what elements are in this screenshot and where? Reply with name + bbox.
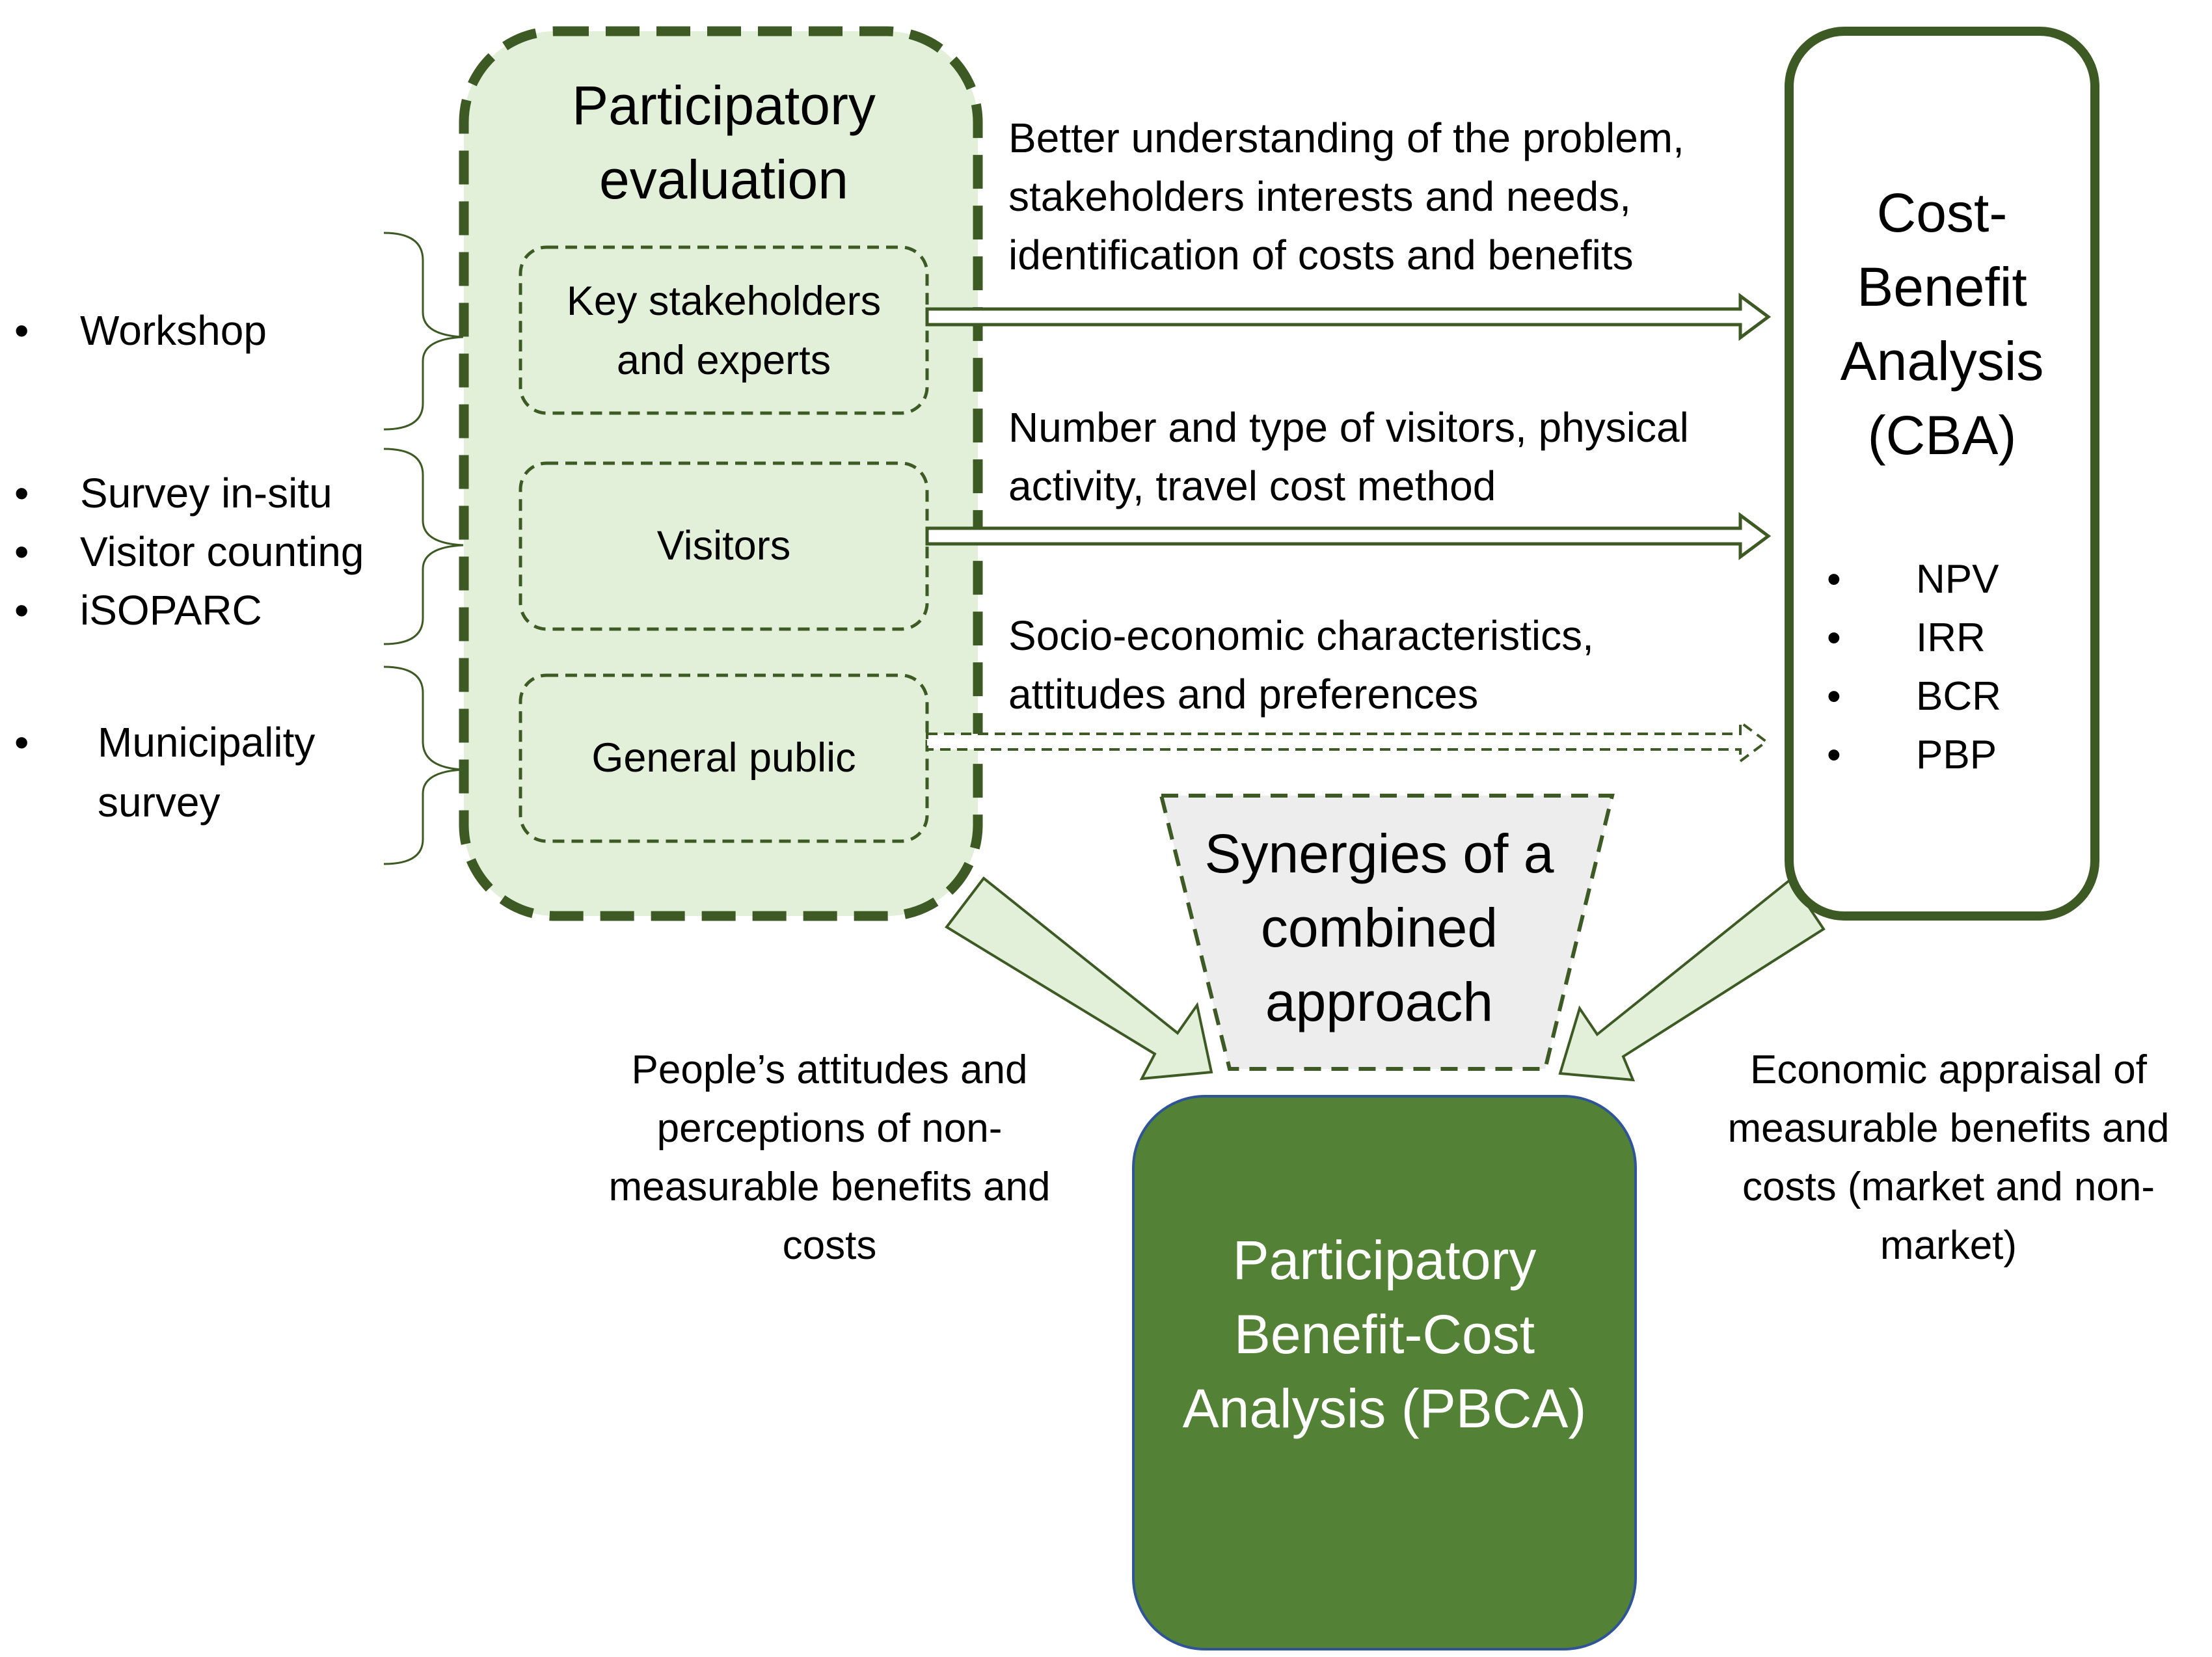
left-big-arrow: [945, 876, 1213, 1081]
cba-indicator-npv: •NPV: [1827, 557, 1999, 602]
right-big-arrow: [1558, 878, 1826, 1082]
pbca-box: [1132, 1095, 1637, 1650]
method-item-isoparc: •iSOPARC: [14, 587, 262, 634]
method-item-municipality-survey: •Municipality survey: [14, 719, 316, 826]
cba-indicator-irr: •IRR: [1827, 615, 1986, 660]
cba-indicator-pbp: •PBP: [1827, 733, 1997, 777]
group-label-general-public: General public: [591, 735, 856, 781]
arrow-visitors-to-cba: [925, 512, 1772, 560]
brace-3: [383, 666, 464, 865]
synergies-trapezoid: [1159, 794, 1615, 1071]
brace-2: [383, 448, 464, 645]
group-label-visitors: Visitors: [656, 523, 791, 569]
right-caption: Economic appraisal of measurable benefit…: [1727, 1047, 2170, 1268]
participatory-evaluation-box: [459, 26, 983, 921]
arrow-public-to-cba: [926, 720, 1769, 764]
synergies-label: Synergies of a combined approach: [1204, 823, 1554, 1032]
group-box-general-public: [519, 673, 929, 843]
left-caption: People’s attitudes and perceptions of no…: [608, 1047, 1051, 1268]
method-item-survey-in-situ: •Survey in-situ: [14, 470, 332, 517]
cba-box: [1785, 27, 2099, 921]
brace-1: [383, 232, 464, 431]
flow-text-visitors: Number and type of visitors, physical ac…: [1008, 404, 1689, 509]
pbca-title: Participatory Benefit-Cost Analysis (PBC…: [1182, 1230, 1587, 1439]
flow-text-stakeholders: Better understanding of the problem, sta…: [1008, 115, 1684, 278]
group-label-stakeholders: Key stakeholders and experts: [566, 278, 882, 383]
cba-indicator-bcr: •BCR: [1827, 674, 2001, 719]
cba-title: Cost-Benefit Analysis (CBA): [1840, 182, 2044, 466]
group-box-stakeholders: [519, 245, 929, 415]
participatory-evaluation-title: Participatory evaluation: [572, 75, 876, 210]
method-item-workshop: •Workshop: [14, 307, 267, 354]
flow-text-general-public: Socio-economic characteristics, attitude…: [1008, 612, 1594, 718]
method-item-visitor-counting: •Visitor counting: [14, 528, 364, 575]
group-box-visitors: [519, 461, 929, 631]
arrow-stakeholders-to-cba: [925, 293, 1772, 341]
